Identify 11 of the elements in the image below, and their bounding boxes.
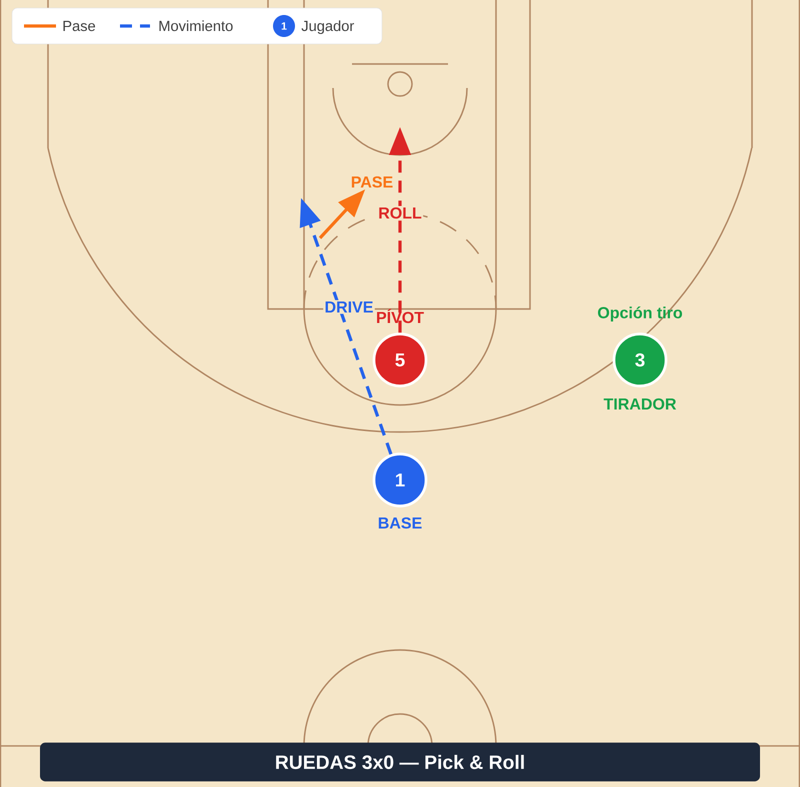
player-label: Opción tiro bbox=[598, 306, 682, 322]
player-label: TIRADOR bbox=[604, 398, 676, 410]
edge-label: ROLL bbox=[376, 206, 424, 220]
legend-label: Movimiento bbox=[159, 20, 233, 32]
edge-label: DRIVE bbox=[323, 300, 375, 314]
player-label: BASE bbox=[378, 517, 422, 529]
pass-label: PASE bbox=[349, 175, 395, 189]
player-label: PÍVOT bbox=[377, 308, 424, 324]
title-bar: RUEDAS 3x0 — Pick & Roll bbox=[40, 742, 760, 782]
legend-label: Pase bbox=[63, 20, 96, 32]
legend-label: Jugador bbox=[302, 20, 354, 34]
